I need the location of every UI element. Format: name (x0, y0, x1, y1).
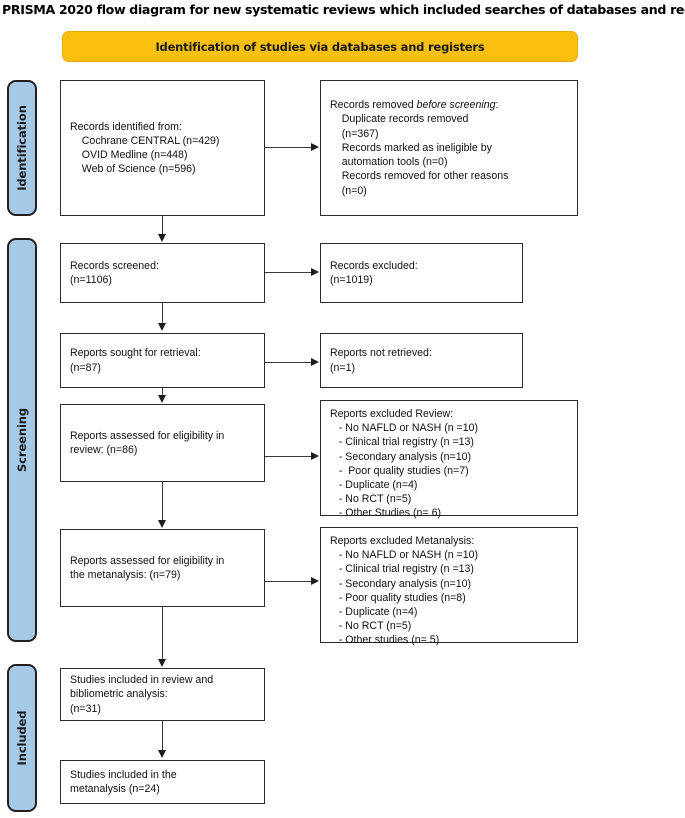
box-records-excluded: Records excluded: (n=1019) (320, 243, 523, 303)
excluded-meta-line-2: - Secondary analysis (n=10) (330, 577, 472, 590)
arrowhead-assessed-meta-to-excluded-meta (311, 577, 319, 585)
excluded-review-line-2: - Secondary analysis (n=10) (330, 450, 472, 463)
arrowhead-assessed-review-to-excluded-review (311, 452, 319, 460)
arrowhead-studies-review-to-studies-meta (158, 750, 166, 758)
connector-identified-to-removed (265, 147, 312, 149)
reports-sought-line-0: Reports sought for retrieval: (70, 347, 201, 360)
records-removed-line-3: automation tools (n=0) (330, 156, 448, 169)
excluded-review-line-6: - Other Studies (n= 6) (330, 507, 441, 520)
records-removed-heading: Records removed before screening: (330, 98, 568, 112)
excluded-meta-line-3: - Poor quality studies (n=8) (330, 591, 466, 604)
records-identified-line-0: Records identified from: (70, 120, 182, 133)
excluded-meta-line-1: - Clinical trial registry (n =13) (330, 563, 474, 576)
box-records-removed-before-screening: Records removed before screening: Duplic… (320, 80, 578, 216)
connector-screened-to-excluded (265, 272, 312, 274)
connector-identified-to-screened (162, 216, 164, 235)
excluded-review-line-1: - Clinical trial registry (n =13) (330, 436, 474, 449)
arrowhead-identified-to-removed (311, 143, 319, 151)
box-reports-excluded-review: Reports excluded Review: - No NAFLD or N… (320, 400, 578, 519)
box-records-identified: Records identified from: Cochrane CENTRA… (60, 80, 265, 216)
page-title: PRISMA 2020 flow diagram for new systema… (2, 2, 685, 17)
box-records-screened: Records screened: (n=1106) (60, 243, 265, 303)
reports-not-retrieved-line-0: Reports not retrieved: (330, 347, 432, 360)
records-removed-heading-plain: Records removed (330, 99, 417, 112)
records-removed-line-1: (n=367) (330, 127, 379, 140)
excluded-meta-line-0: - No NAFLD or NASH (n =10) (330, 549, 479, 562)
excluded-review-line-0: - No NAFLD or NASH (n =10) (330, 422, 479, 435)
box-reports-not-retrieved: Reports not retrieved: (n=1) (320, 333, 523, 388)
studies-included-review-line-2: (n=31) (70, 702, 101, 715)
stage-tab-screening: Screening (7, 238, 37, 642)
excluded-review-heading: Reports excluded Review: (330, 408, 454, 420)
records-identified-line-1: Cochrane CENTRAL (n=429) (70, 134, 220, 147)
box-reports-assessed-eligibility-review: Reports assessed for eligibility in revi… (60, 404, 265, 482)
studies-included-meta-line-1: metanalysis (n=24) (70, 783, 160, 795)
excluded-meta-line-6: - Other studies (n= 5) (330, 634, 440, 647)
box-studies-included-metanalysis: Studies included in the metanalysis (n=2… (60, 760, 265, 804)
box-reports-excluded-metanalysis: Reports excluded Metanalysis: - No NAFLD… (320, 527, 578, 646)
arrowhead-screened-to-excluded (311, 268, 319, 276)
connector-assessed-meta-to-excluded-meta (265, 581, 312, 583)
reports-not-retrieved-line-1: (n=1) (330, 361, 356, 374)
records-removed-line-4: Records removed for other reasons (330, 170, 509, 183)
records-excluded-line-0: Records excluded: (330, 259, 418, 272)
arrowhead-assessed-meta-to-studies-review (158, 659, 166, 667)
connector-assessed-meta-to-studies-review (162, 607, 164, 661)
stage-tab-identification: Identification (7, 80, 37, 216)
connector-studies-review-to-studies-meta (162, 721, 164, 752)
records-screened-line-0: Records screened: (70, 259, 159, 272)
records-excluded-line-1: (n=1019) (330, 274, 373, 286)
arrowhead-sought-to-assessed-review (158, 395, 166, 403)
reports-sought-line-1: (n=87) (70, 361, 101, 374)
reports-assessed-review-line-0: Reports assessed for eligibility in (70, 429, 225, 442)
connector-assessed-review-to-assessed-meta (162, 482, 164, 522)
excluded-meta-line-4: - Duplicate (n=4) (330, 606, 418, 619)
records-removed-line-5: (n=0) (330, 184, 367, 197)
box-reports-sought-for-retrieval: Reports sought for retrieval: (n=87) (60, 333, 265, 388)
reports-assessed-meta-line-0: Reports assessed for eligibility in (70, 554, 225, 567)
records-identified-line-3: Web of Science (n=596) (70, 163, 196, 176)
reports-assessed-meta-line-1: the metanalysis: (n=79) (70, 569, 181, 581)
connector-screened-to-sought (162, 303, 164, 324)
excluded-meta-heading: Reports excluded Metanalysis: (330, 535, 475, 547)
arrowhead-screened-to-sought (158, 323, 166, 331)
reports-assessed-review-line-1: review: (n=86) (70, 444, 138, 456)
stage-tab-included: Included (7, 664, 37, 812)
studies-included-review-line-1: bibliometric analysis: (70, 688, 168, 701)
records-removed-heading-tail: : (495, 99, 499, 112)
connector-sought-to-notretrieved (265, 362, 312, 364)
connector-sought-to-assessed-review (162, 388, 164, 397)
studies-included-meta-line-0: Studies included in the (70, 768, 177, 781)
studies-included-review-line-0: Studies included in review and (70, 674, 214, 687)
records-removed-line-2: Records marked as ineligible by (330, 141, 492, 154)
records-screened-line-1: (n=1106) (70, 274, 112, 286)
excluded-review-line-5: - No RCT (n=5) (330, 493, 412, 506)
excluded-meta-line-5: - No RCT (n=5) (330, 620, 412, 633)
identification-banner: Identification of studies via databases … (62, 31, 578, 62)
stage-tab-included-label: Included (15, 710, 29, 766)
records-removed-heading-italic: before screening (416, 99, 496, 112)
identification-banner-label: Identification of studies via databases … (155, 39, 485, 54)
excluded-review-line-4: - Duplicate (n=4) (330, 479, 418, 492)
records-identified-line-2: OVID Medline (n=448) (70, 149, 188, 161)
arrowhead-identified-to-screened (158, 234, 166, 242)
excluded-review-line-3: - Poor quality studies (n=7) (330, 464, 469, 477)
box-reports-assessed-eligibility-metanalysis: Reports assessed for eligibility in the … (60, 529, 265, 607)
stage-tab-identification-label: Identification (15, 105, 29, 191)
arrowhead-assessed-review-to-assessed-meta (158, 520, 166, 528)
records-removed-line-0: Duplicate records removed (330, 113, 469, 126)
box-studies-included-review: Studies included in review and bibliomet… (60, 668, 265, 721)
arrowhead-sought-to-notretrieved (311, 358, 319, 366)
connector-assessed-review-to-excluded-review (265, 456, 312, 458)
stage-tab-screening-label: Screening (15, 407, 29, 473)
